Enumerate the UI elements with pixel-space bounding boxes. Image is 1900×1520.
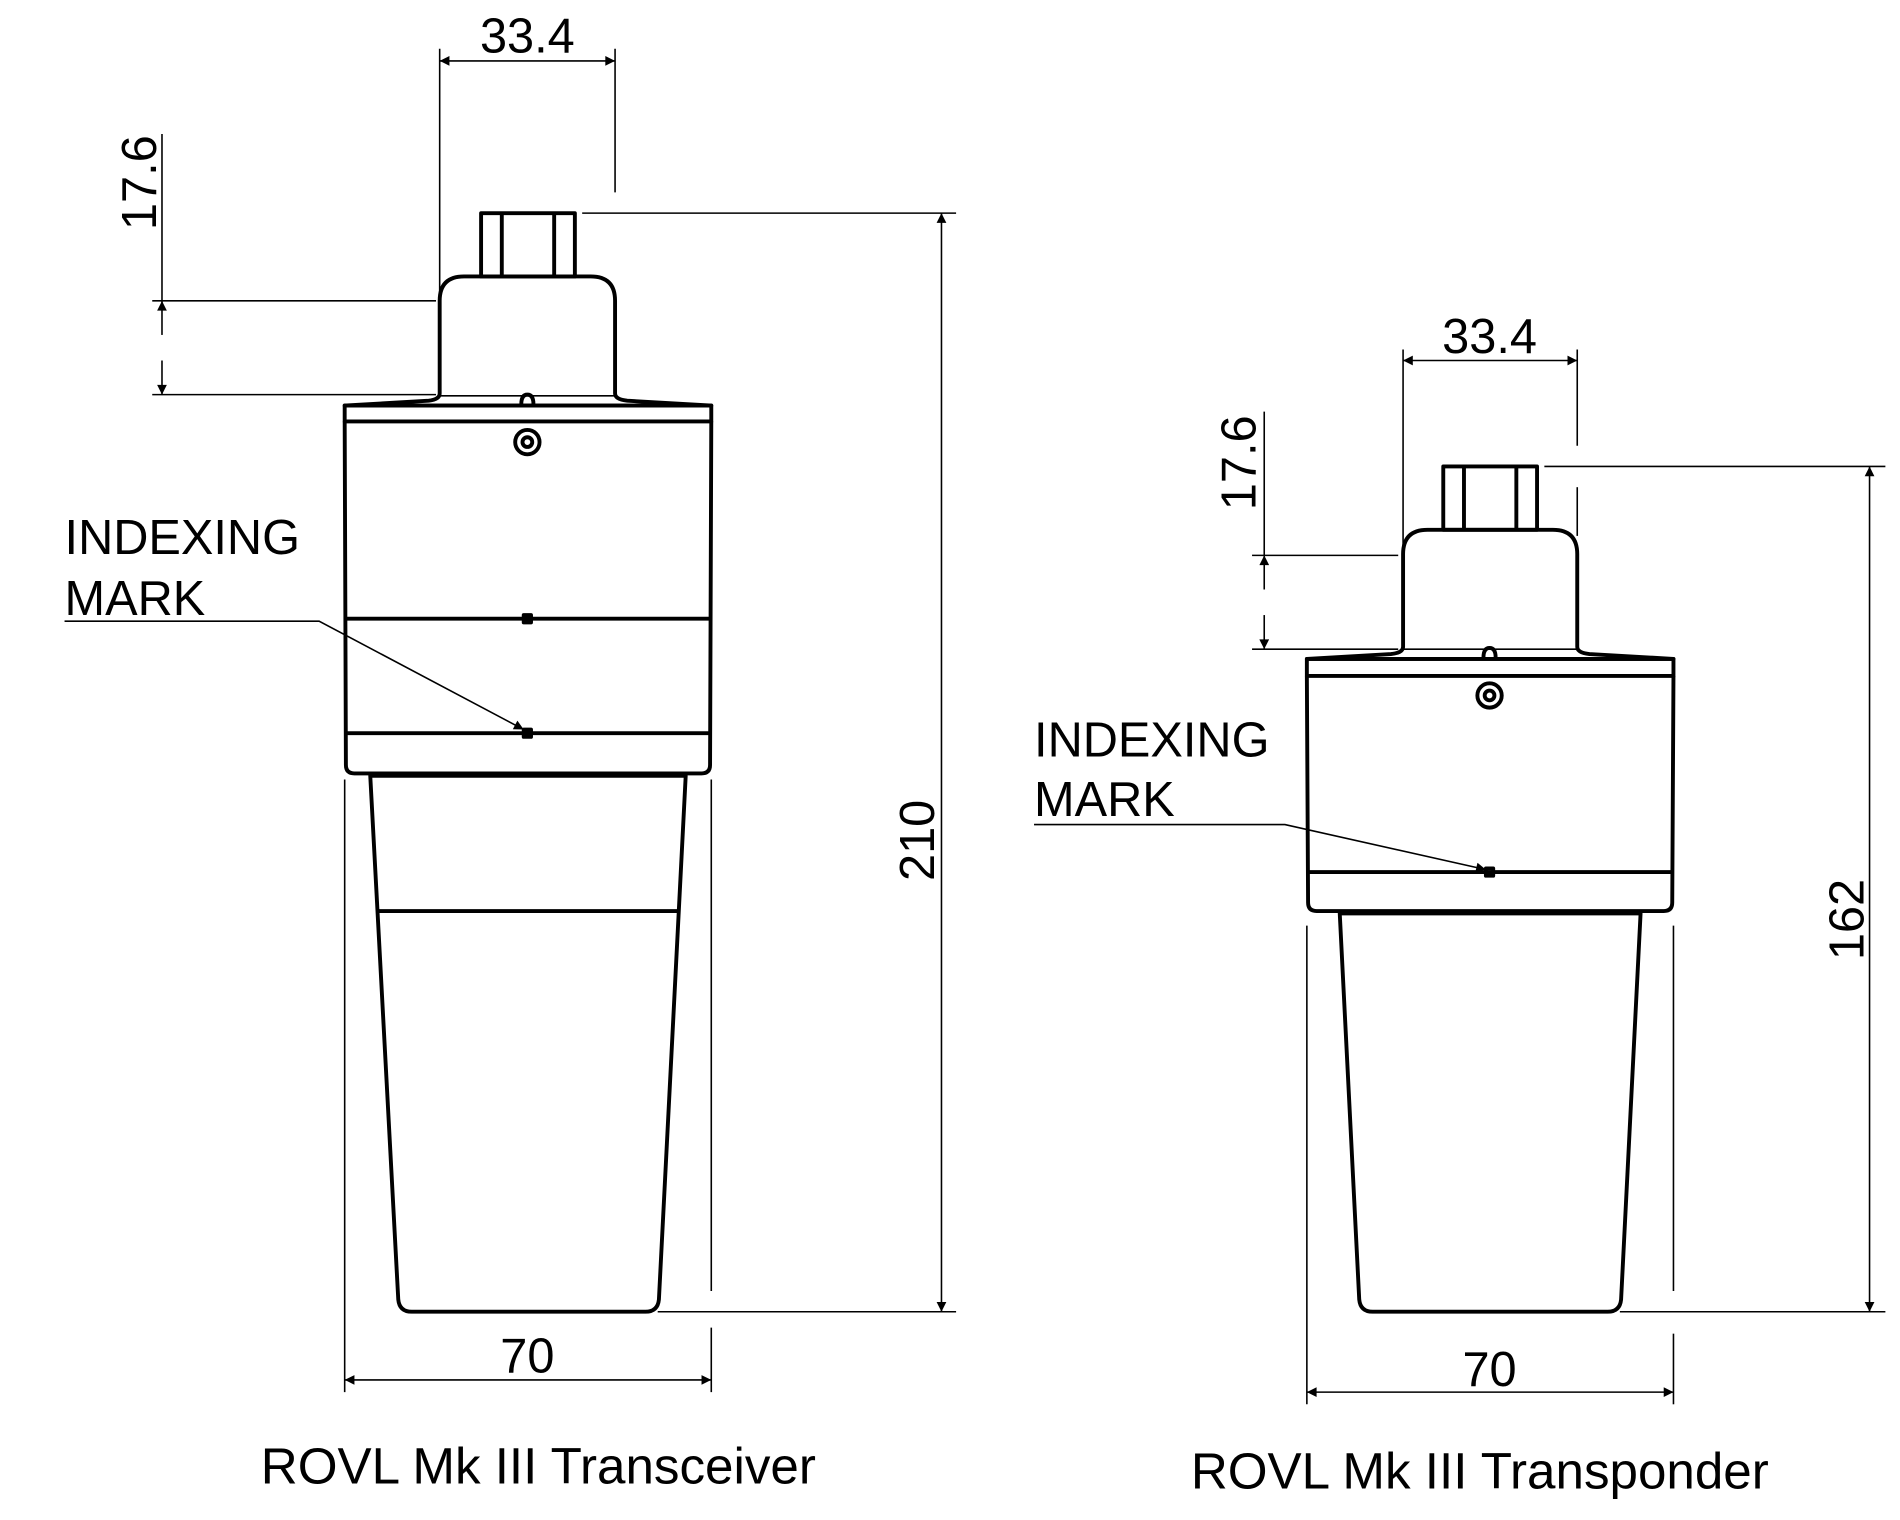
dimension-label: 70 bbox=[500, 1330, 554, 1384]
callout-text: MARK bbox=[1034, 773, 1175, 827]
dimension-label: 70 bbox=[1462, 1343, 1516, 1397]
transponder-title: ROVL Mk III Transponder bbox=[1191, 1442, 1769, 1499]
dimension-cap-height: 17.6 bbox=[1213, 411, 1399, 650]
callout-text: INDEXING bbox=[1034, 713, 1269, 767]
transponder-outline bbox=[1304, 464, 1676, 1314]
indexing-mark-upper bbox=[521, 613, 533, 625]
transceiver-outline bbox=[342, 211, 714, 1314]
callout-text: INDEXING bbox=[65, 511, 300, 565]
dimension-total-height: 210 bbox=[582, 212, 957, 1313]
indexing-mark-callout: INDEXING MARK bbox=[64, 511, 525, 731]
dimension-cap-height: 17.6 bbox=[113, 133, 437, 396]
indexing-mark-callout: INDEXING MARK bbox=[1034, 713, 1487, 873]
transceiver-title: ROVL Mk III Transceiver bbox=[261, 1437, 816, 1494]
dimension-body-width: 70 bbox=[1306, 925, 1675, 1405]
dimension-top-width: 33.4 bbox=[1402, 310, 1579, 551]
dimension-body-width: 70 bbox=[343, 779, 713, 1393]
dimension-label: 210 bbox=[891, 800, 945, 881]
indexing-mark bbox=[1483, 866, 1496, 878]
dimension-total-height: 162 bbox=[1544, 465, 1886, 1313]
transceiver-drawing: 33.4 17.6 210 70 INDEXING MARK bbox=[64, 9, 957, 1494]
dimension-label: 162 bbox=[1820, 879, 1874, 960]
dimension-label: 17.6 bbox=[113, 135, 167, 230]
callout-text: MARK bbox=[65, 572, 206, 626]
dimension-label: 33.4 bbox=[480, 9, 575, 63]
dimension-top-width: 33.4 bbox=[438, 9, 616, 299]
transponder-drawing: 33.4 17.6 162 70 INDEXING MARK bbox=[1034, 310, 1886, 1499]
dimension-label: 17.6 bbox=[1213, 415, 1267, 510]
dimension-label: 33.4 bbox=[1442, 310, 1537, 364]
indexing-mark-lower bbox=[521, 727, 533, 739]
